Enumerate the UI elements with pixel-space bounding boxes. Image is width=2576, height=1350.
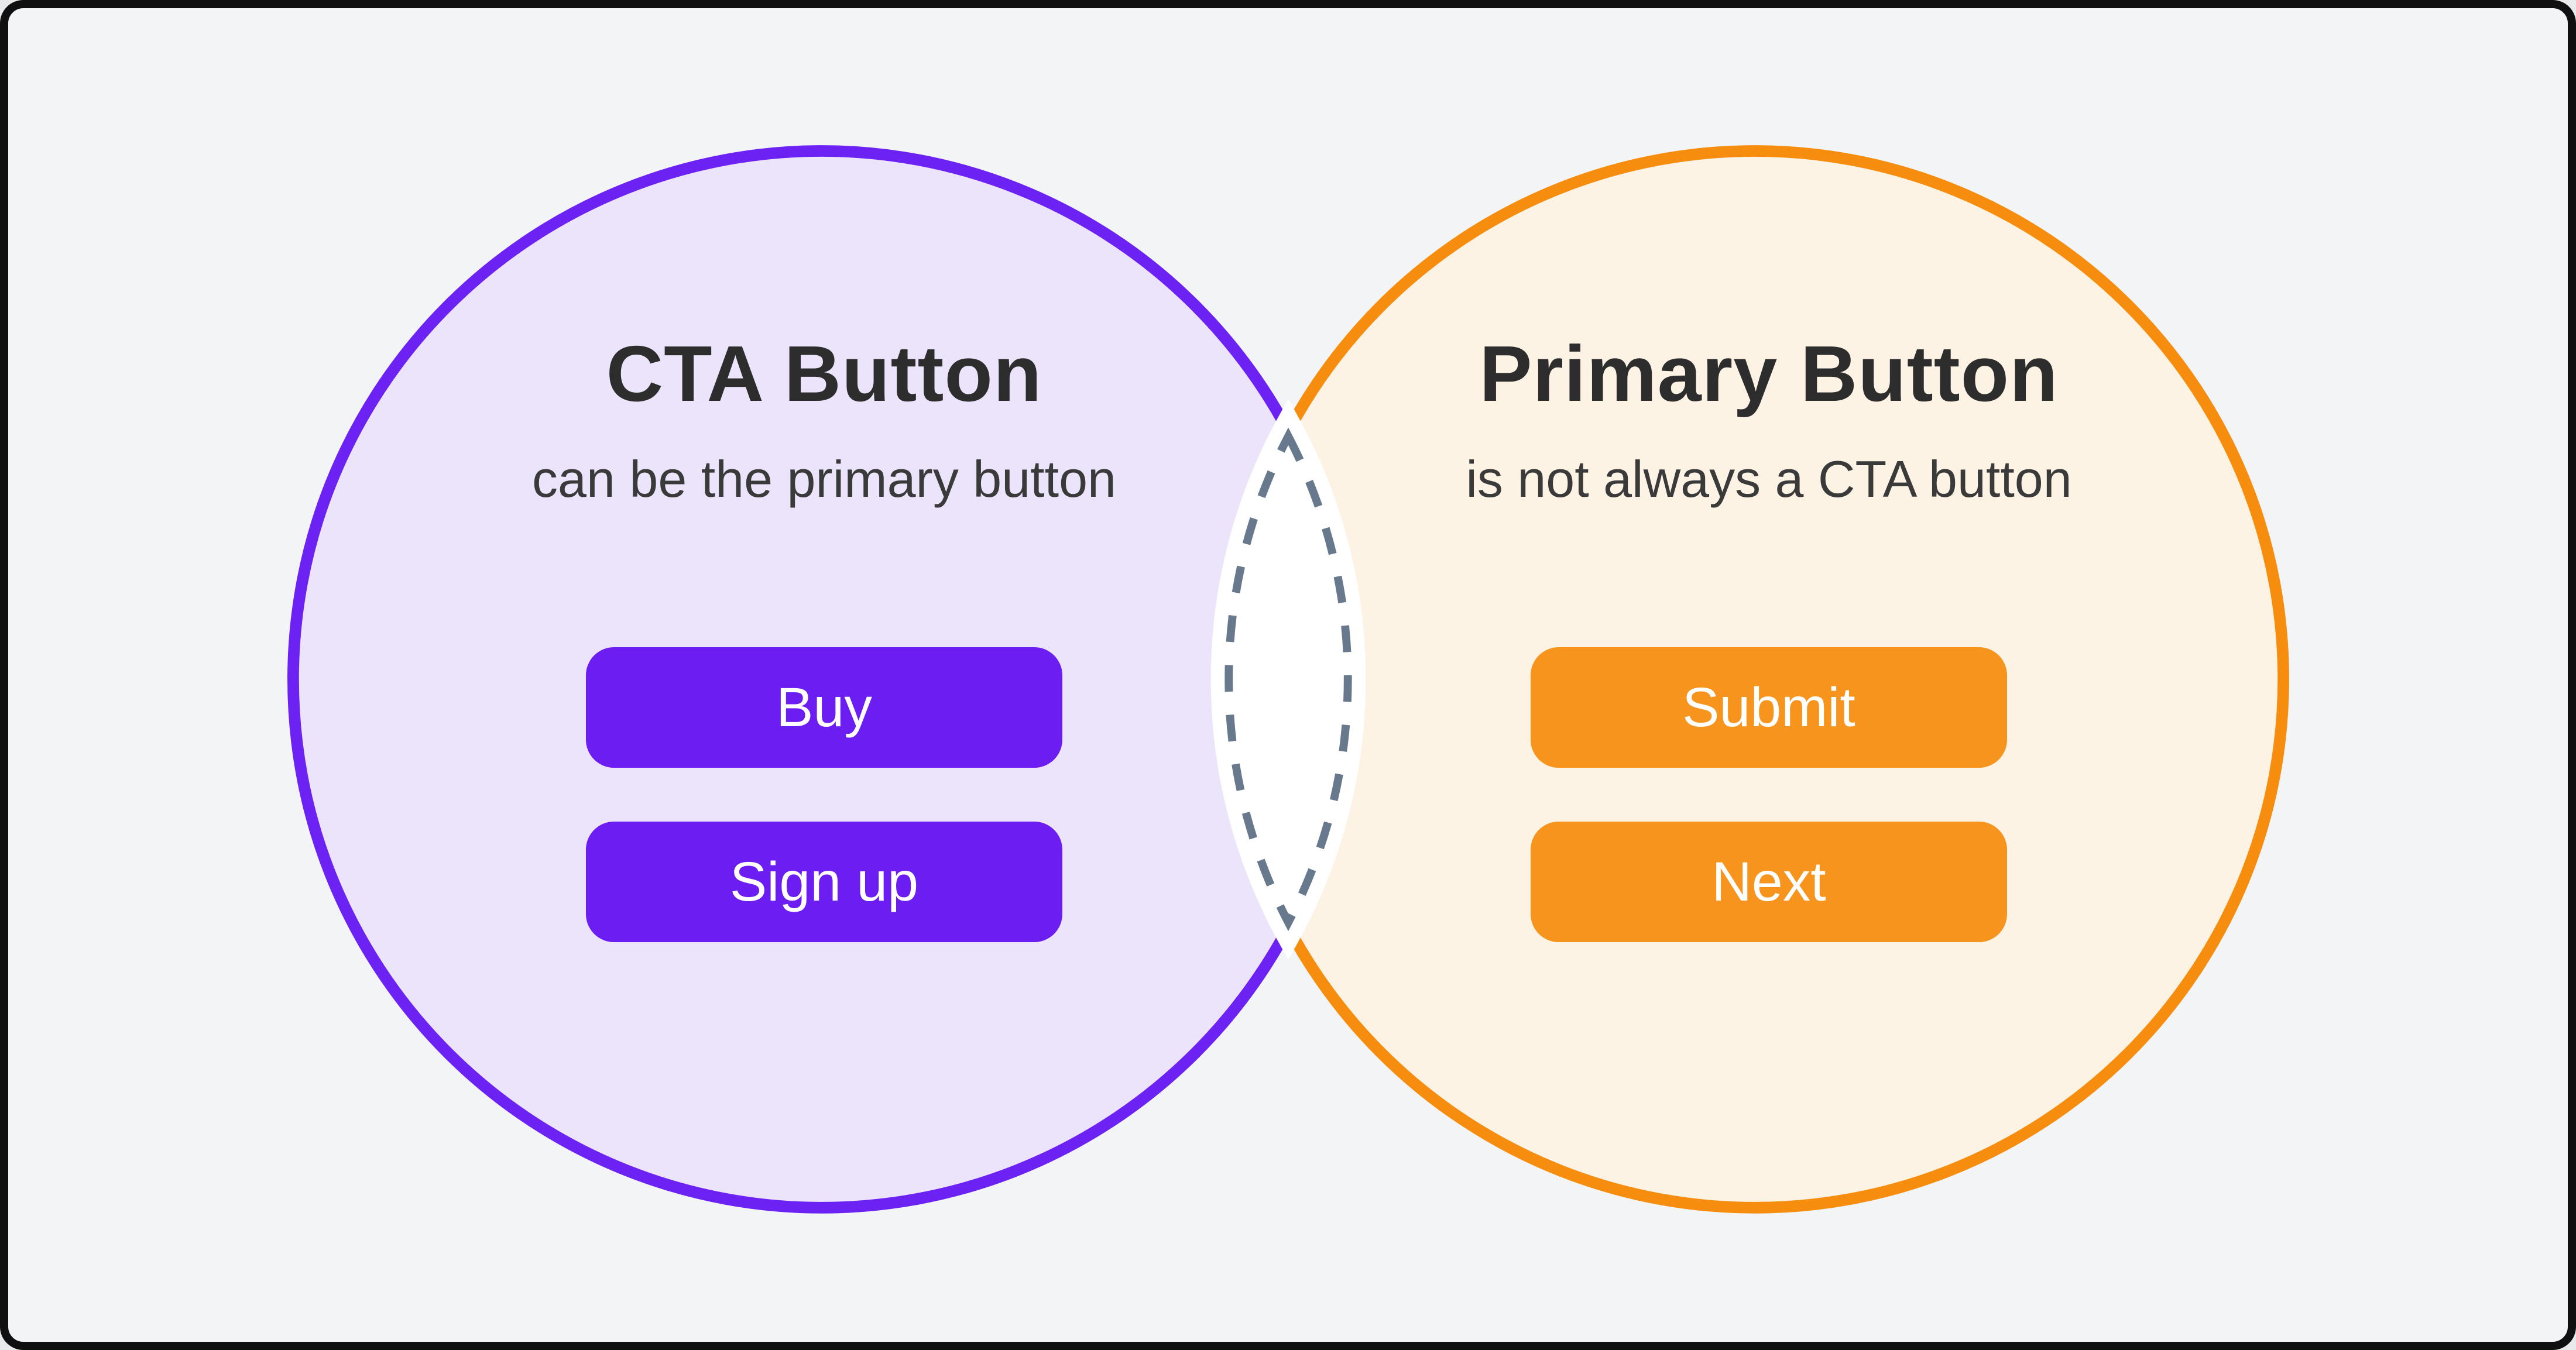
next-button[interactable]: Next: [1531, 822, 2007, 942]
intersection-lens: [1210, 399, 1366, 960]
primary-circle-subtitle: is not always a CTA button: [1466, 450, 2072, 508]
buy-button[interactable]: Buy: [586, 647, 1062, 768]
primary-circle-title: Primary Button: [1479, 329, 2059, 418]
submit-button[interactable]: Submit: [1531, 647, 2007, 768]
intersection-dashed-outline: [1224, 427, 1352, 932]
cta-circle-title: CTA Button: [606, 329, 1042, 418]
sign-up-button[interactable]: Sign up: [586, 822, 1062, 942]
cta-circle-subtitle: can be the primary button: [532, 450, 1116, 508]
venn-diagram: [287, 145, 2289, 1214]
